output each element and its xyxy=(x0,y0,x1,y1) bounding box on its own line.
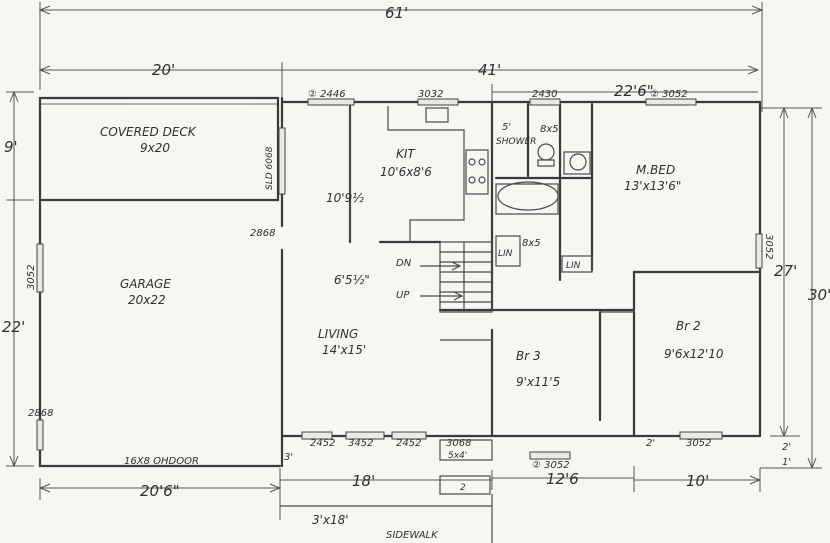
walls xyxy=(38,96,762,543)
tag-2452-b: 2452 xyxy=(396,438,421,449)
tag-3052-front: ② 3052 xyxy=(532,460,570,471)
tag-3052-top: ② 3052 xyxy=(650,89,688,100)
dim-bottom-living: 18' xyxy=(352,472,375,490)
dim-left-deck: 9' xyxy=(4,138,18,156)
dim-top-left: 20' xyxy=(152,61,175,79)
tag-2446: ② 2446 xyxy=(308,89,346,100)
dim-right-total: 30' xyxy=(808,286,830,304)
bath-fixtures xyxy=(495,143,593,273)
room-labels: COVERED DECK 9x20 GARAGE 20x22 KIT 10'6x… xyxy=(100,122,724,389)
tag-2868-lower: 2868 xyxy=(28,408,53,419)
br3-size: 9'x11'5 xyxy=(516,375,560,389)
sidewalk-size: 3'x18' xyxy=(312,513,349,527)
kitchen-size: 10'6x8'6 xyxy=(380,165,432,179)
dim-front-3: 3' xyxy=(284,452,293,463)
dim-top-right: 22'6" xyxy=(614,82,654,100)
tag-2430: 2430 xyxy=(532,89,557,100)
tag-3068: 3068 xyxy=(446,438,471,449)
sidewalk-label: SIDEWALK xyxy=(386,530,439,541)
dim-br2-2: 2' xyxy=(646,438,655,449)
dim-bottom-garage: 20'6" xyxy=(140,482,180,500)
tag-ohdoor: 16X8 OHDOOR xyxy=(124,456,199,467)
dim-right-lower2: 1' xyxy=(782,457,791,468)
dim-bottom-br3: 12'6 xyxy=(546,470,579,488)
master-size: 13'x13'6" xyxy=(624,179,681,193)
dim-kitchen-vertical: 10'9½ xyxy=(326,191,364,205)
bottom-dimensions: 20'6" 18' 12'6 10' xyxy=(38,466,762,520)
living-name: LIVING xyxy=(318,327,358,341)
lin-closet-2: LIN xyxy=(498,249,513,259)
dim-top-mid: 41' xyxy=(478,61,501,79)
living-size: 14'x15' xyxy=(322,343,366,357)
dim-right-upper: 27' xyxy=(774,262,797,280)
deck-size: 9x20 xyxy=(140,141,170,155)
br3-name: Br 3 xyxy=(516,349,541,363)
dim-bottom-br2: 10' xyxy=(686,472,709,490)
lin-closet-1: LIN xyxy=(566,261,581,271)
top-dimensions: 61' 20' 41' 22'6" xyxy=(38,2,764,112)
tag-3052-left: 3052 xyxy=(26,265,37,290)
openings xyxy=(36,98,763,460)
tag-3032: 3032 xyxy=(418,89,443,100)
tag-3052-master: 3052 xyxy=(763,234,774,259)
tag-2452-a: 2452 xyxy=(310,438,335,449)
interior-dimensions: 10'9½ 6'5½" 3' 2' xyxy=(284,106,655,463)
tag-3052-br2: 3052 xyxy=(686,438,711,449)
tag-sld: SLD 6068 xyxy=(265,146,275,190)
staircase xyxy=(420,241,493,313)
stair-up: UP xyxy=(396,290,410,301)
kitchen-fixtures xyxy=(387,106,489,242)
master-name: M.BED xyxy=(636,163,675,177)
dim-right-lower1: 2' xyxy=(782,442,791,453)
bath1-size: 8x5 xyxy=(540,124,559,135)
tag-porch: 5x4' xyxy=(448,451,467,461)
stair-dn: DN xyxy=(396,258,412,269)
deck-name: COVERED DECK xyxy=(100,125,197,139)
right-dimensions: 30' 27' 2' 1' xyxy=(760,106,830,470)
shower-line1: 5' xyxy=(502,122,511,133)
left-dimensions: 9' 22' xyxy=(2,90,34,468)
opening-tags: ② 2446 3032 2430 ② 3052 SLD 6068 2868 30… xyxy=(26,89,774,541)
step-label: 2 xyxy=(460,483,466,493)
dim-left-garage: 22' xyxy=(2,318,25,336)
tag-2868-upper: 2868 xyxy=(250,228,275,239)
bath2-size: 8x5 xyxy=(522,238,541,249)
garage-name: GARAGE xyxy=(120,277,171,291)
dim-overall: 61' xyxy=(385,4,408,22)
kitchen-name: KIT xyxy=(396,147,416,161)
tag-3452: 3452 xyxy=(348,438,373,449)
dim-stair-vertical: 6'5½" xyxy=(334,273,370,287)
shower-line2: SHOWER xyxy=(496,137,536,147)
br2-name: Br 2 xyxy=(676,319,701,333)
garage-size: 20x22 xyxy=(128,293,166,307)
br2-size: 9'6x12'10 xyxy=(664,347,724,361)
